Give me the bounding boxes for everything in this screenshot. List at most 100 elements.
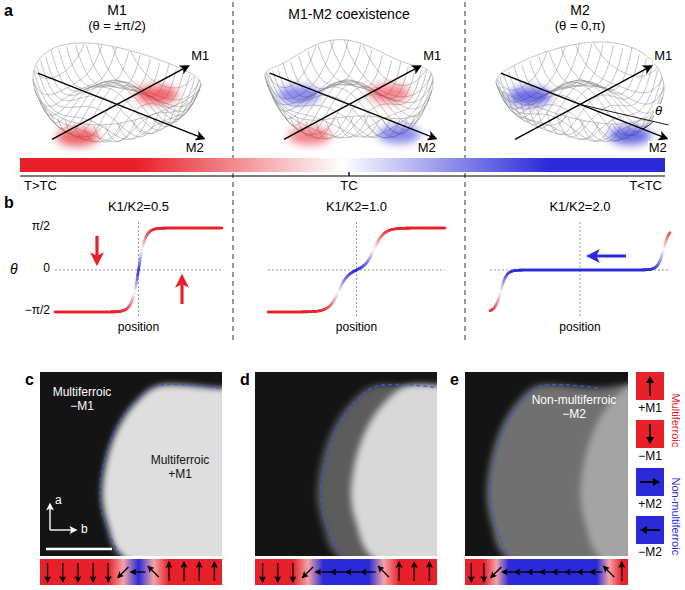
angle-curve	[213, 227, 216, 230]
angle-curve	[185, 227, 188, 230]
swatch-arrow-head	[653, 478, 660, 486]
wireframe	[575, 45, 662, 93]
angle-curve	[57, 311, 60, 314]
axis-label: M2	[417, 141, 437, 156]
domain-region	[486, 378, 628, 556]
angle-curve	[64, 311, 67, 314]
angle-curve	[118, 310, 121, 313]
angle-curve	[63, 311, 66, 314]
moment-arrow	[180, 278, 183, 304]
angle-curve	[160, 227, 163, 230]
angle-curve	[75, 311, 78, 314]
angle-curve	[77, 311, 80, 314]
angle-curve	[76, 311, 79, 314]
angle-curve	[164, 227, 167, 230]
angle-curve	[67, 311, 70, 314]
wireframe	[594, 43, 657, 77]
angle-curve	[82, 311, 85, 314]
energy-landscape	[33, 43, 203, 146]
temperature-label: T<TC	[629, 179, 662, 194]
angle-curve	[92, 311, 95, 314]
angle-curve	[60, 311, 63, 314]
angle-curve	[165, 227, 168, 230]
spin-arrow	[591, 571, 602, 572]
spin-arrow	[332, 571, 346, 572]
angle-curve	[196, 227, 199, 230]
angle-curve	[179, 227, 182, 230]
swatch-arrow-head	[646, 437, 654, 444]
angle-curve	[364, 262, 367, 265]
energy-minimum	[278, 86, 320, 104]
angle-curve	[110, 311, 113, 314]
angle-curve	[88, 311, 91, 314]
angle-curve	[177, 227, 180, 230]
spin-arrow	[516, 571, 527, 572]
legend-swatch	[636, 516, 664, 544]
spin-arrow	[316, 571, 330, 572]
angle-curve	[655, 265, 658, 268]
angle-curve	[159, 227, 162, 230]
phase-category: Non-multiferroic	[670, 477, 683, 555]
angle-curve	[157, 227, 160, 230]
angle-curve	[155, 227, 158, 230]
wall-profile	[490, 222, 670, 318]
angle-curve	[174, 227, 177, 230]
angle-curve	[180, 227, 183, 230]
angle-curve	[154, 228, 157, 231]
angle-curve	[180, 227, 183, 230]
angle-curve	[171, 227, 174, 230]
spin-arrow	[183, 563, 184, 581]
angle-curve	[109, 311, 112, 314]
grid-line	[138, 222, 139, 318]
angle-curve	[167, 227, 170, 230]
angle-curve	[174, 227, 177, 230]
angle-curve	[668, 233, 671, 234]
angle-curve	[187, 227, 190, 230]
angle-curve	[190, 227, 193, 230]
angle-curve	[209, 227, 212, 230]
angle-curve	[442, 227, 445, 230]
angle-curve	[156, 227, 159, 230]
wall-profile	[55, 222, 222, 318]
angle-curve	[201, 227, 204, 230]
spin-arrow	[429, 563, 430, 581]
angle-curve	[161, 227, 164, 230]
angle-curve	[98, 311, 101, 314]
wireframe	[330, 41, 433, 103]
angle-curve	[70, 311, 73, 314]
angle-curve	[95, 311, 98, 314]
angle-curve	[172, 227, 175, 230]
legend-swatch	[636, 468, 664, 496]
angle-curve	[119, 310, 122, 313]
spin-arrow	[214, 563, 215, 581]
angle-curve	[95, 311, 98, 314]
angle-curve	[108, 311, 111, 314]
wireframe	[271, 45, 360, 111]
legend-label: −M1	[638, 450, 662, 464]
angle-curve	[208, 227, 211, 230]
grid-line	[490, 270, 670, 271]
swatch-arrow-shaft	[640, 481, 655, 483]
order-axis	[38, 73, 203, 138]
legend-label: −M2	[638, 546, 662, 560]
domain-region	[351, 383, 437, 556]
angle-curve	[84, 311, 87, 314]
spin-arrow	[566, 571, 577, 572]
angle-curve	[654, 265, 657, 268]
angle-curve	[68, 311, 71, 314]
domain-boundary	[321, 384, 437, 556]
spin-arrow	[118, 567, 128, 577]
crystal-axis-arrow	[49, 505, 50, 530]
spin-arrow	[199, 563, 200, 581]
anisotropy-ratio: K1/K2=2.0	[549, 200, 610, 215]
moment-arrow	[590, 254, 626, 257]
tick-label: 0	[43, 262, 50, 276]
wireframe	[67, 46, 194, 119]
angle-curve	[214, 227, 217, 230]
swatch-arrow	[636, 516, 664, 544]
spin-arrow	[47, 563, 48, 581]
angle-curve	[184, 227, 187, 230]
crystal-axis: b	[81, 523, 88, 537]
wireframe	[37, 66, 158, 137]
angle-curve	[78, 311, 81, 314]
